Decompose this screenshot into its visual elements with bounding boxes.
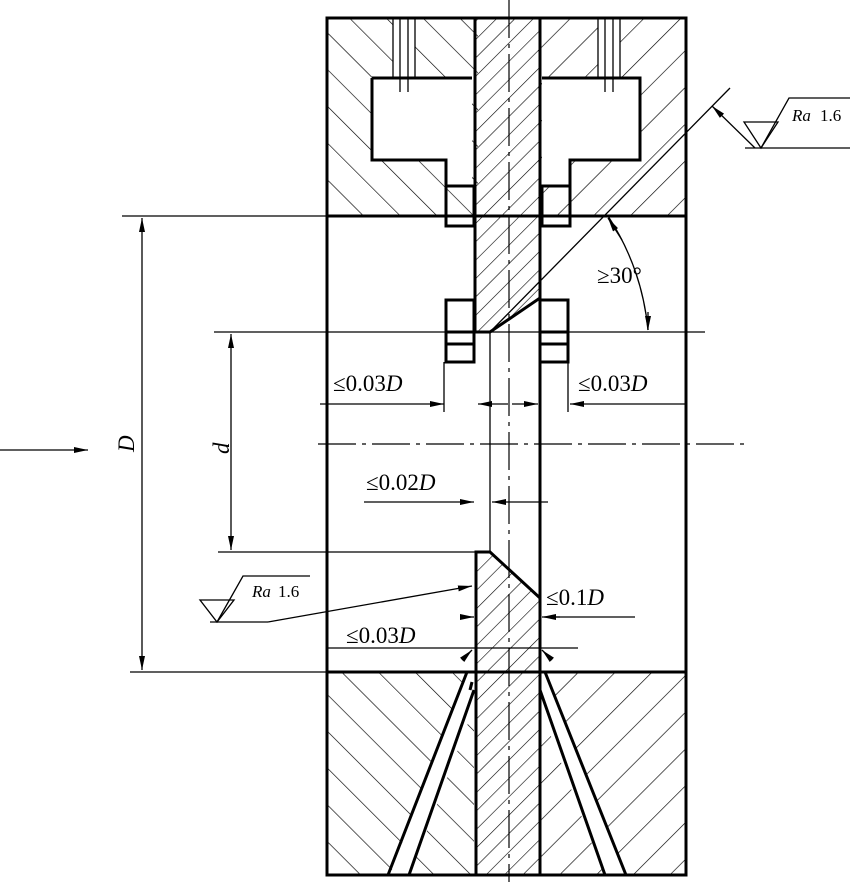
gap-dimension-right: ≤0.03D: [512, 371, 686, 407]
angle-label: ≥30°: [597, 263, 642, 288]
surface-roughness-bottom: Ra 1.6: [198, 575, 473, 624]
ra-top-symbol: Ra: [791, 106, 811, 125]
gap-lower-label: ≤0.03D: [346, 623, 416, 648]
gap-dimension-lower: ≤0.03D: [328, 623, 578, 663]
ra-top-value: 1.6: [820, 106, 841, 125]
dimension-D: D: [114, 215, 327, 673]
lower-flange: [327, 671, 686, 876]
ra-bottom-symbol: Ra: [251, 582, 271, 601]
gap-left-label: ≤0.03D: [333, 371, 403, 396]
gap-right-label: ≤0.03D: [578, 371, 648, 396]
chamfer-dimension: ≤0.1D: [460, 585, 635, 620]
angle-dimension: ≥30°: [489, 87, 731, 333]
ra-bottom-value: 1.6: [278, 582, 299, 601]
dim-d-label: d: [209, 442, 234, 454]
chamfer-label: ≤0.1D: [546, 585, 604, 610]
gap-dimension-left: ≤0.03D: [320, 362, 569, 412]
center-lines: [318, 0, 750, 882]
surface-roughness-top: Ra 1.6: [711, 97, 850, 150]
dimension-d: d: [209, 331, 705, 553]
gap-dimension-inner: ≤0.02D: [364, 470, 548, 505]
gap-inner-label: ≤0.02D: [366, 470, 436, 495]
orifice-plate: [473, 18, 542, 875]
dim-D-label: D: [114, 435, 139, 453]
